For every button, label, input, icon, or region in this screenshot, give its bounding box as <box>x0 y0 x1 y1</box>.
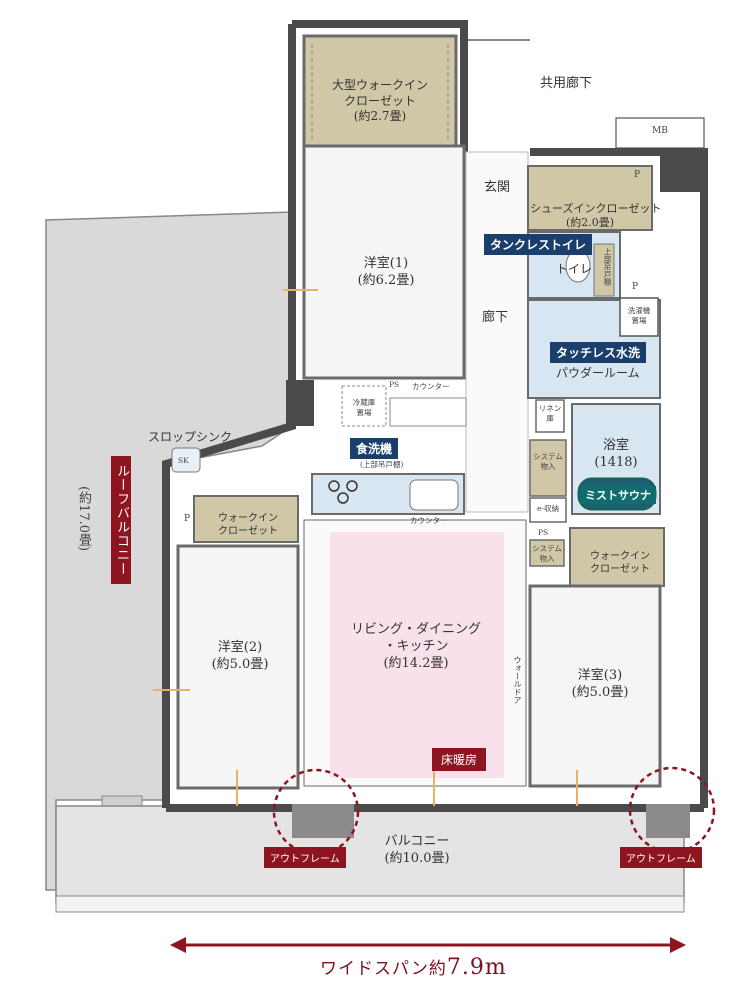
room3-label: 洋室(3)(約5.0畳) <box>571 668 629 700</box>
roof-balcony-area-label: (約17.0畳) <box>76 486 91 552</box>
fridge-label: 冷蔵庫置場 <box>352 398 376 417</box>
touchless-faucet-tag: タッチレス水洗 <box>550 342 647 363</box>
unit-outer-wall <box>162 20 708 812</box>
bath-label: 浴室(1418) <box>594 438 638 470</box>
fridge-space <box>341 385 387 427</box>
dishwasher-note: (上部吊戸棚) <box>360 460 404 469</box>
upper-shelf-box <box>593 243 615 297</box>
slop-sink-label: スロップシンク <box>148 430 233 444</box>
wide-span-label: ワイドスパン約7.9m <box>320 954 507 980</box>
outframe-tag-left: アウトフレーム <box>264 847 346 868</box>
slop-sink-box <box>171 447 201 473</box>
hallway-label: 廊下 <box>482 310 509 325</box>
hallway-floor <box>465 151 529 513</box>
wic3-label: ウォークインクローゼット <box>590 551 650 575</box>
balcony-rail <box>55 895 685 913</box>
room2-label: 洋室(2)(約5.0畳) <box>211 640 269 672</box>
column-right <box>660 152 704 192</box>
shoes-closet-floor <box>527 165 653 231</box>
wide-span-prefix: ワイドスパン約 <box>320 959 447 979</box>
sk-label: SK <box>178 456 189 465</box>
toilet-label: トイレ <box>556 262 593 276</box>
upper-shelf-label: 上部吊戸棚 <box>603 248 612 286</box>
room1-floor <box>302 144 466 380</box>
mb-label: MB <box>652 126 668 136</box>
p-label-1: P <box>634 170 641 180</box>
p-label-3: P <box>184 514 191 524</box>
system-storage-box-2 <box>529 539 565 567</box>
common-corridor-label: 共用廊下 <box>540 76 593 91</box>
column-left <box>286 380 314 426</box>
wide-span-value: 7.9m <box>446 955 507 980</box>
counter-label-2: カウンター <box>410 516 448 525</box>
e-storage-box <box>529 497 567 523</box>
ps-label-1: PS <box>389 380 400 389</box>
wic3-floor <box>569 527 665 587</box>
linen-label: リネン庫 <box>538 404 562 423</box>
room2-floor <box>176 544 300 790</box>
ps-label-2: PS <box>538 528 549 537</box>
window-marks <box>153 289 578 806</box>
counter-label-1: カウンター <box>412 382 450 391</box>
balcony-area <box>55 805 685 903</box>
mist-sauna-tag: ミストサウナ <box>580 486 656 504</box>
balcony-column-left <box>292 804 354 838</box>
system-storage-box-1 <box>529 439 567 497</box>
outframe-tag-right: アウトフレーム <box>620 847 702 868</box>
powder-room-label: パウダールーム <box>556 366 640 380</box>
big-wic-label: 大型ウォークインクローゼット(約2.7畳) <box>331 78 428 124</box>
room1-label: 洋室(1)(約6.2畳) <box>357 256 415 288</box>
genkan-label: 玄関 <box>484 180 511 195</box>
wic2-floor <box>193 495 299 543</box>
system-storage-label-1: システム物入 <box>533 452 563 471</box>
shoes-closet-label: シューズインクローゼット(約2.0畳) <box>530 202 662 230</box>
e-storage-label: e-収納 <box>537 504 559 513</box>
washer-label: 洗濯機置場 <box>627 306 651 325</box>
p-label-2: P <box>632 282 639 292</box>
room3-floor <box>528 584 662 788</box>
wic2-label: ウォークインクローゼット <box>218 513 278 537</box>
roof-balcony-tag: ルーフバルコニー <box>111 456 131 584</box>
kitchen-sink <box>409 479 459 511</box>
washer-box <box>619 297 659 337</box>
floor-heating-tag: 床暖房 <box>432 748 487 771</box>
linen-box <box>535 399 565 433</box>
dishwasher-tag: 食洗機 <box>350 438 399 459</box>
system-storage-label-2: システム物入 <box>532 544 562 563</box>
balcony-label: バルコニー(約10.0畳) <box>384 834 450 866</box>
counter-upper <box>389 397 467 427</box>
balcony-column-right <box>646 804 690 838</box>
wall-door-label: ウォールドア <box>513 656 522 704</box>
tankless-toilet-tag: タンクレストイレ <box>484 234 593 255</box>
ldk-heated-floor <box>330 532 504 778</box>
ldk-label: リビング・ダイニング・キッチン(約14.2畳) <box>350 622 481 671</box>
